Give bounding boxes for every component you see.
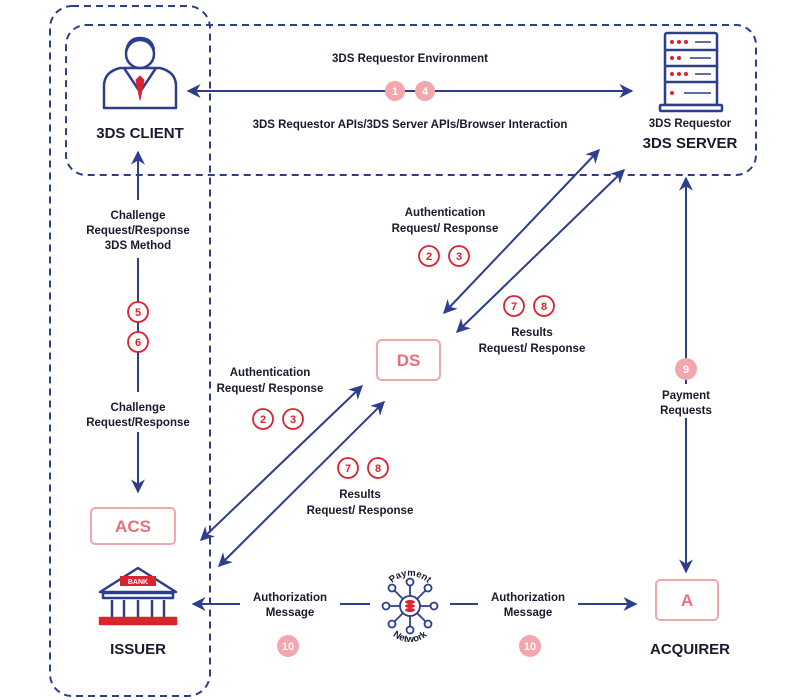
challenge-bottom-line-1: Challenge <box>111 402 166 414</box>
challenge-bottom-bg <box>78 396 198 430</box>
badges-layer: 1 4 2 3 7 8 5 6 <box>127 81 697 657</box>
svg-text:6: 6 <box>135 337 141 349</box>
svg-text:9: 9 <box>683 364 689 376</box>
acquirer-label: ACQUIRER <box>650 641 730 658</box>
acs-label: ACS <box>115 517 151 536</box>
server-rack-icon <box>658 31 724 113</box>
auth-upper-line-1: Authentication <box>405 207 486 219</box>
env-title: 3DS Requestor Environment <box>332 53 488 65</box>
server-sublabel: 3DS Requestor <box>649 118 732 130</box>
svg-text:8: 8 <box>541 301 547 313</box>
badge-challenge-6: 6 <box>127 331 149 353</box>
badge-results-upper-7: 7 <box>503 295 525 317</box>
auth-msg-left-bg <box>240 588 340 620</box>
svg-text:4: 4 <box>422 86 429 98</box>
auth-msg-left-line-1: Authorization <box>253 592 327 604</box>
server-label: 3DS SERVER <box>643 135 738 152</box>
badge-challenge-5: 5 <box>127 301 149 323</box>
server-to-ds-results-arrow <box>455 169 626 333</box>
badge-env-1: 1 <box>385 81 405 101</box>
coin-stack-icon <box>405 600 415 612</box>
results-lower-line-2: Request/ Response <box>307 505 414 517</box>
badge-results-upper-8: 8 <box>533 295 555 317</box>
badge-auth-left-10: 10 <box>277 635 299 657</box>
network-bottom-label: Network <box>391 629 430 645</box>
challenge-top-line-2: Request/Response <box>86 225 190 237</box>
payment-requests-bg <box>650 384 722 418</box>
svg-text:3: 3 <box>456 251 462 263</box>
badge-payment-9: 9 <box>675 358 697 380</box>
svg-text:2: 2 <box>426 251 432 263</box>
auth-msg-right-bg <box>478 588 578 620</box>
issuer-domain-boundary <box>49 5 211 697</box>
auth-upper-line-2: Request/ Response <box>392 223 499 235</box>
bank-sign-text: BANK <box>128 579 148 586</box>
badge-auth-upper-3: 3 <box>448 245 470 267</box>
client-person-icon <box>102 36 178 110</box>
challenge-top-line-3: 3DS Method <box>105 240 171 252</box>
bank-sign <box>120 576 156 586</box>
challenge-bottom-line-2: Request/Response <box>86 417 190 429</box>
svg-text:7: 7 <box>511 301 517 313</box>
badge-auth-lower-3: 3 <box>282 408 304 430</box>
ds-box <box>376 339 441 381</box>
auth-msg-right-line-1: Authorization <box>491 592 565 604</box>
results-upper-line-1: Results <box>511 327 553 339</box>
svg-text:10: 10 <box>282 641 294 653</box>
results-lower-line-1: Results <box>339 489 381 501</box>
badge-results-lower-8: 8 <box>367 457 389 479</box>
challenge-top-line-1: Challenge <box>111 210 166 222</box>
acs-box <box>90 507 176 545</box>
auth-msg-right-line-2: Message <box>504 607 553 619</box>
issuer-label: ISSUER <box>110 641 166 658</box>
badge-auth-right-10: 10 <box>519 635 541 657</box>
svg-text:2: 2 <box>260 414 266 426</box>
svg-text:8: 8 <box>375 463 381 475</box>
ds-label: DS <box>397 351 421 370</box>
challenge-top-bg <box>78 204 198 254</box>
svg-text:7: 7 <box>345 463 351 475</box>
svg-text:10: 10 <box>524 641 536 653</box>
auth-lower-line-1: Authentication <box>230 367 311 379</box>
badge-results-lower-7: 7 <box>337 457 359 479</box>
ds-to-issuer-results-arrow <box>218 401 385 567</box>
svg-text:5: 5 <box>135 307 141 319</box>
results-upper-line-2: Request/ Response <box>479 343 586 355</box>
client-label: 3DS CLIENT <box>96 125 184 142</box>
auth-lower-line-2: Request/ Response <box>217 383 324 395</box>
acquirer-box-label: A <box>681 591 693 610</box>
svg-text:3: 3 <box>290 414 296 426</box>
payment-requests-line-1: Payment <box>662 390 710 402</box>
payment-requests-line-2: Requests <box>660 405 712 417</box>
network-top-label: Payment <box>387 568 434 586</box>
requestor-environment-boundary <box>65 24 757 176</box>
env-subtitle: 3DS Requestor APIs/3DS Server APIs/Brows… <box>253 119 568 131</box>
svg-text:1: 1 <box>392 86 398 98</box>
badge-auth-upper-2: 2 <box>418 245 440 267</box>
auth-msg-left-line-2: Message <box>266 607 315 619</box>
acquirer-box <box>655 579 719 621</box>
badge-auth-lower-2: 2 <box>252 408 274 430</box>
badge-env-4: 4 <box>415 81 435 101</box>
